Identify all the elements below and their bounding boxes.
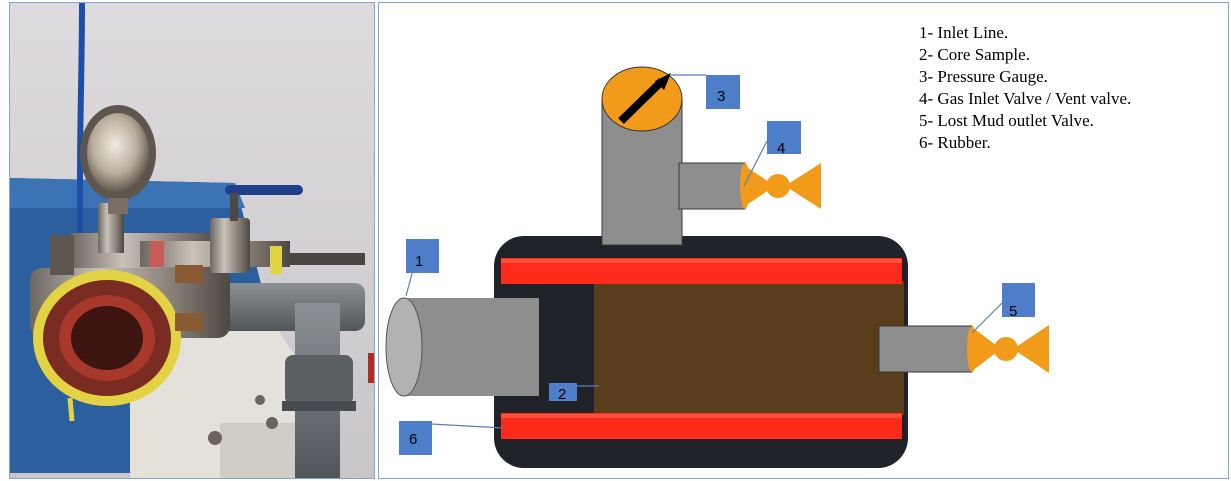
apparatus-photo bbox=[9, 2, 375, 479]
callout-1: 1 bbox=[406, 239, 439, 273]
callout-6: 6 bbox=[399, 421, 432, 455]
legend-item-pressure-gauge: 3- Pressure Gauge. bbox=[919, 66, 1131, 88]
blue-hose bbox=[80, 3, 82, 233]
callout-3: 3 bbox=[706, 75, 740, 109]
ball-valve bbox=[210, 218, 250, 273]
callout-2-label: 2 bbox=[558, 386, 566, 403]
callout-2: 2 bbox=[549, 383, 577, 403]
bolt bbox=[255, 395, 265, 405]
callout-5-label: 5 bbox=[1009, 303, 1017, 320]
legend-item-gas-inlet-valve: 4- Gas Inlet Valve / Vent valve. bbox=[919, 88, 1131, 110]
bolt bbox=[208, 431, 222, 445]
bolt bbox=[266, 417, 278, 429]
callout-4: 4 bbox=[767, 121, 801, 157]
core-sample bbox=[594, 281, 904, 415]
apparatus-photo-drawing bbox=[10, 3, 375, 479]
legend-item-core-sample: 2- Core Sample. bbox=[919, 44, 1131, 66]
callout-3-label: 3 bbox=[717, 88, 725, 105]
legend-item-mud-outlet-valve: 5- Lost Mud outlet Valve. bbox=[919, 110, 1131, 132]
inlet-line-opening bbox=[386, 298, 422, 396]
outlet-pipe bbox=[879, 326, 972, 372]
callout-4-label: 4 bbox=[777, 140, 785, 157]
inlet-line-pipe bbox=[404, 298, 539, 396]
legend-item-rubber: 6- Rubber. bbox=[919, 132, 1131, 154]
legend-item-inlet-line: 1- Inlet Line. bbox=[919, 22, 1131, 44]
schematic-diagram: 1 2 3 4 5 6 1- Inlet Line. 2- Core Sampl… bbox=[378, 2, 1229, 479]
component-legend: 1- Inlet Line. 2- Core Sample. 3- Pressu… bbox=[919, 22, 1131, 154]
gas-inlet-branch bbox=[679, 163, 745, 209]
callout-1-label: 1 bbox=[415, 253, 423, 270]
hose-nozzle bbox=[290, 253, 365, 265]
pvc-union bbox=[285, 355, 353, 405]
callout-5: 5 bbox=[1002, 283, 1035, 320]
callout-6-label: 6 bbox=[409, 431, 417, 448]
